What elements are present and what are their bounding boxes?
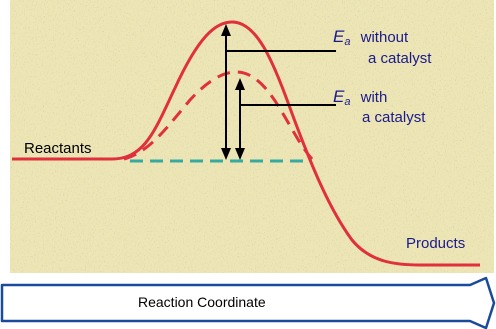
reaction-coordinate-arrow (0, 276, 496, 329)
ea-uncatalyzed-line1: without (360, 29, 409, 46)
ea-uncatalyzed-arrow (221, 24, 231, 160)
ea-uncatalyzed-line2: a catalyst (368, 50, 432, 67)
ea-catalyzed-label: Ea with (333, 88, 387, 111)
ea-catalyzed-symbol: E (333, 87, 345, 106)
catalyzed-curve (123, 70, 314, 161)
ea-catalyzed-arrow (235, 78, 245, 160)
ea-catalyzed-line2: a catalyst (362, 109, 426, 126)
ea-uncatalyzed-symbol: E (333, 27, 345, 46)
ea-catalyzed-line1: with (360, 89, 388, 106)
reactants-label: Reactants (24, 140, 92, 157)
reaction-coordinate-label: Reaction Coordinate (138, 294, 266, 310)
ea-uncatalyzed-label: Ea without (333, 28, 408, 51)
ea-uncatalyzed-subscript: a (344, 36, 351, 48)
products-label: Products (406, 235, 466, 252)
panel-texture (10, 0, 494, 273)
ea-catalyzed-subscript: a (344, 96, 351, 108)
